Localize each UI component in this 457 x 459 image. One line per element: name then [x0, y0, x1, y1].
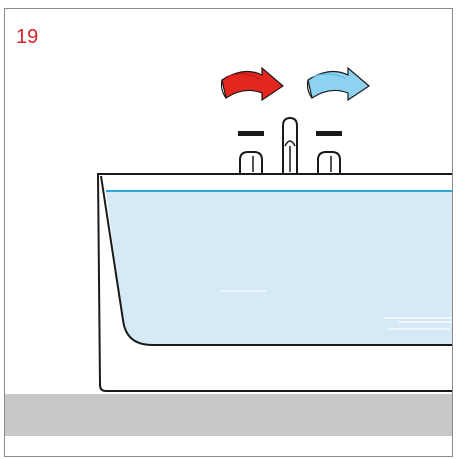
rotate-arrow-blue-icon: [306, 66, 370, 102]
right-minus-icon: [316, 131, 342, 136]
water: [106, 191, 452, 345]
floor: [5, 394, 452, 436]
step-number: 19: [16, 26, 39, 48]
water-reflections: [221, 290, 452, 330]
rotate-arrow-red-icon: [220, 66, 284, 102]
left-tap: [239, 151, 263, 175]
left-minus-icon: [238, 131, 264, 136]
tub-inner-wall: [100, 175, 452, 346]
right-tap: [317, 151, 341, 175]
spout: [282, 116, 298, 175]
